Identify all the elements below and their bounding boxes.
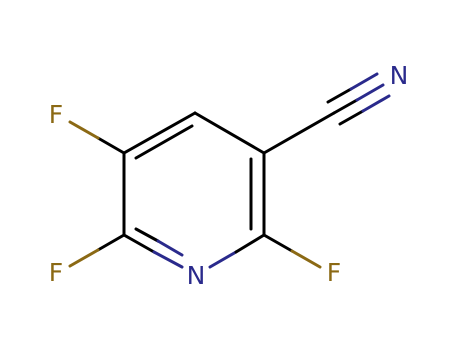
bond-c5-f-b — [68, 120, 100, 140]
bond-cn-triple-2a — [326, 87, 353, 104]
bond-c2-f-a — [262, 233, 294, 253]
bond-c4-c5-inner — [134, 124, 194, 160]
bond-cn-triple-3a — [338, 109, 365, 126]
bond-c2-f-b — [290, 249, 322, 269]
bond-cn-triple-2b — [349, 72, 379, 91]
atom-label-nitrile-n: N — [390, 61, 409, 90]
bond-c6-n1-a — [122, 233, 156, 254]
bond-c4-c5 — [122, 111, 197, 155]
bond-n1-c2-a — [208, 250, 238, 269]
bond-c5-f-a — [96, 136, 126, 155]
atom-label-fluorine-bottom-right: F — [327, 258, 341, 287]
bond-c6-n1-inner-b — [156, 239, 184, 257]
bond-cn-triple-1b — [355, 83, 385, 102]
atom-label-ring-n: N — [187, 261, 206, 290]
bond-n1-c2-b — [234, 233, 266, 254]
bond-c6-n1-b — [152, 250, 184, 269]
atom-label-fluorine-bottom-left: F — [49, 258, 63, 287]
bond-c6-f-b — [68, 248, 100, 268]
bond-cn-triple-1a — [332, 98, 359, 115]
bond-c3-c4 — [193, 111, 266, 155]
bond-cn-triple-3b — [361, 94, 391, 113]
atom-label-fluorine-top: F — [49, 100, 63, 129]
bond-c3-cn — [262, 111, 336, 155]
bond-c6-n1-inner-a — [134, 227, 160, 243]
bond-c6-f-a — [96, 233, 126, 252]
